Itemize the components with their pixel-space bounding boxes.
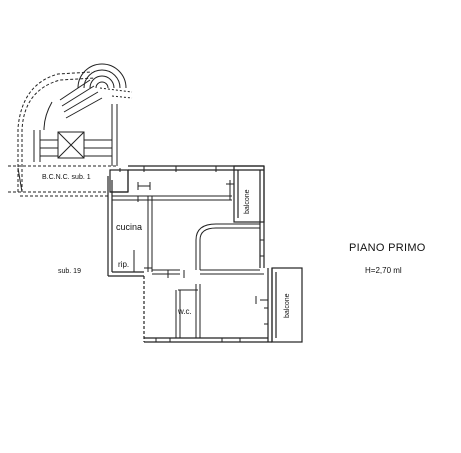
label-bcnc: B.C.N.C. sub. 1	[42, 174, 91, 181]
interior-partitions	[112, 166, 268, 342]
stairwell-bcnc	[8, 63, 133, 197]
label-balcone-upper: balcone	[244, 189, 251, 214]
floor-title: PIANO PRIMO	[349, 242, 426, 254]
ceiling-height: H=2,70 ml	[365, 266, 402, 275]
apartment-walls	[107, 165, 303, 343]
label-wc: w.c.	[178, 307, 192, 316]
label-rip: rip.	[118, 260, 130, 269]
label-sub19: sub. 19	[58, 268, 81, 275]
label-balcone-lower: balcone	[284, 293, 291, 318]
label-cucina: cucina	[116, 222, 143, 232]
